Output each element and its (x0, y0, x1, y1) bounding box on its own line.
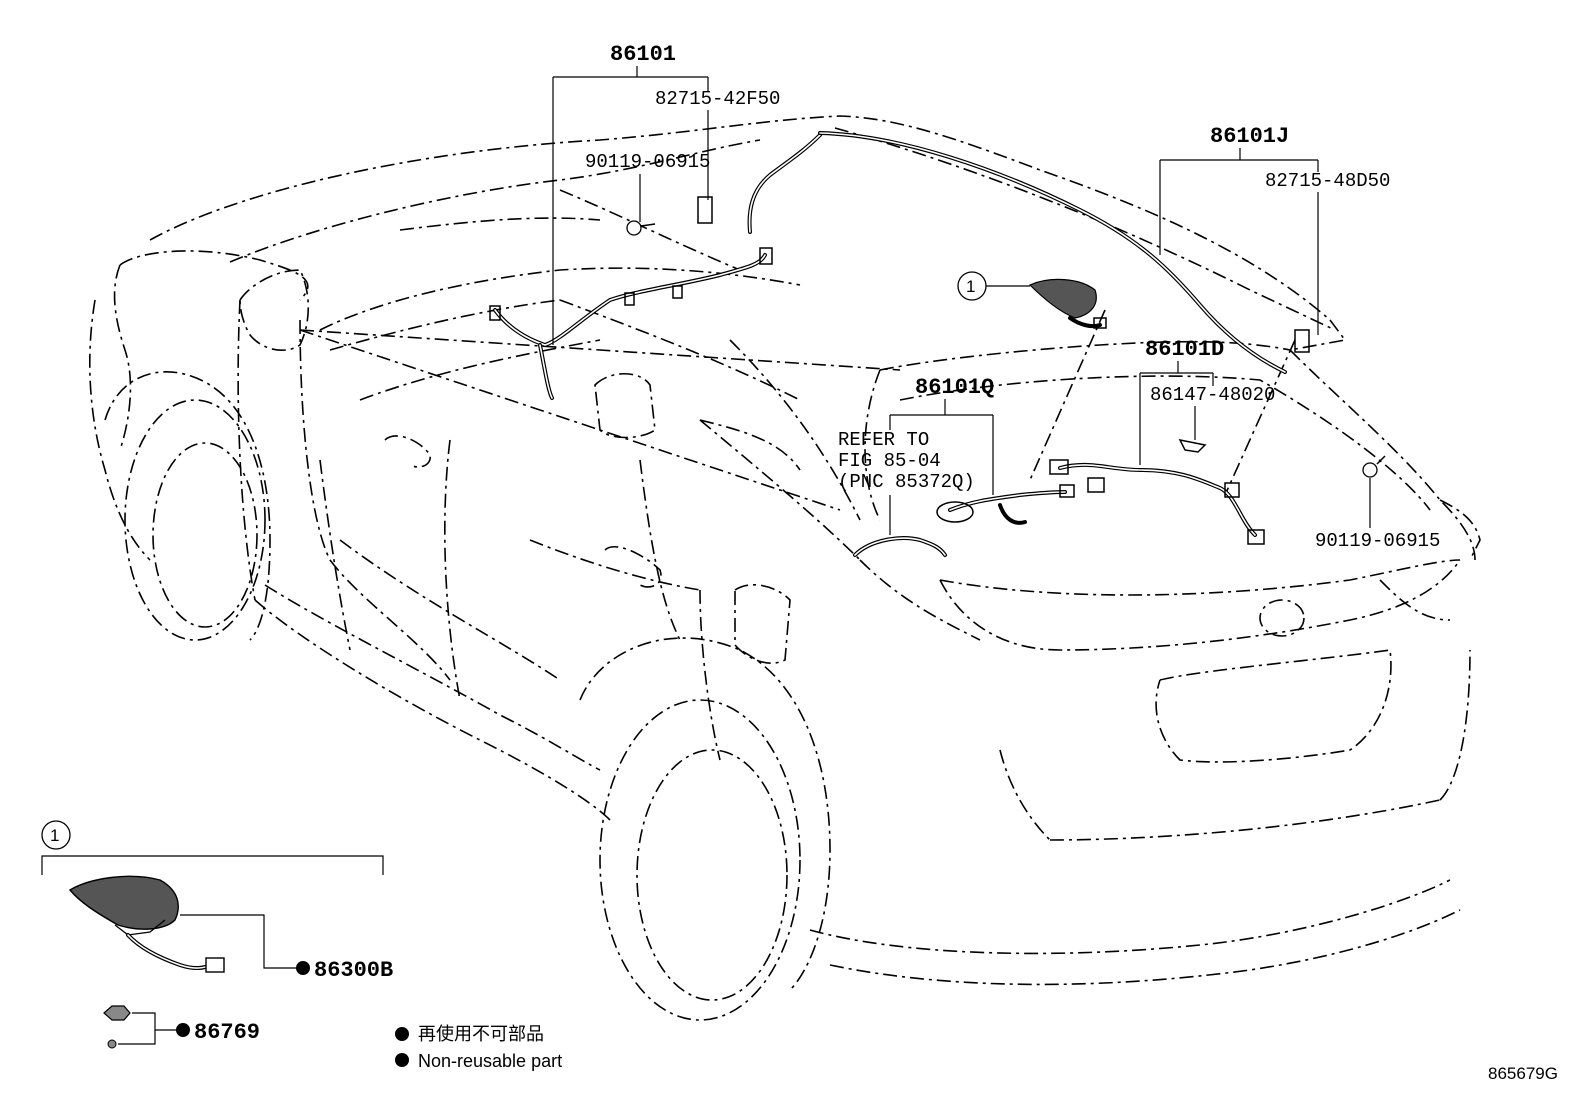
detail-nut (103, 1005, 131, 1049)
label-90119-right: 90119-06915 (1315, 530, 1440, 552)
label-86147-48020: 86147-48020 (1150, 384, 1275, 406)
callout-86101Q: 86101Q (889, 375, 994, 535)
clip-right (1362, 455, 1386, 478)
callout-86101J: 86101J (1159, 124, 1319, 255)
callout-marker-on-car: 1 (957, 271, 1030, 301)
label-90119-left: 90119-06915 (585, 151, 710, 173)
callout-86101: 86101 (552, 42, 709, 345)
marker-1-car: 1 (966, 277, 975, 296)
clip-left (626, 220, 656, 236)
legend-english: Non-reusable part (418, 1051, 562, 1071)
legend: 再使用不可部品 Non-reusable part (395, 1024, 562, 1071)
callout-90119-left: 90119-06915 (585, 151, 710, 222)
label-86300B: 86300B (314, 958, 393, 983)
label-86101J: 86101J (1210, 124, 1289, 149)
label-86101D: 86101D (1145, 337, 1224, 362)
detail-box: 1 86300B 86769 (41, 820, 393, 1049)
marker-1-detail: 1 (50, 826, 59, 845)
label-86101Q: 86101Q (915, 375, 994, 400)
refer-note: REFER TO FIG 85-04 (PNC 85372Q) (838, 429, 975, 493)
label-86769: 86769 (194, 1020, 260, 1045)
refer-line-1: REFER TO (838, 429, 929, 451)
refer-line-3: (PNC 85372Q) (838, 471, 975, 493)
wire-harness-reference (853, 536, 947, 557)
figure-id: 865679G (1488, 1064, 1558, 1083)
callout-82715-48D50: 82715-48D50 (1265, 170, 1390, 335)
label-82715-42F50: 82715-42F50 (655, 88, 780, 110)
vehicle-outline (88, 115, 1481, 1021)
wire-harness-86101Q (936, 484, 1075, 525)
callout-86101D: 86101D (1139, 337, 1224, 465)
detail-antenna (68, 875, 225, 973)
legend-japanese: 再使用不可部品 (418, 1024, 544, 1044)
label-86101: 86101 (610, 42, 676, 67)
callout-86147-48020: 86147-48020 (1150, 384, 1275, 440)
callout-82715-42F50: 82715-42F50 (655, 88, 780, 200)
wire-harness-86101D (1049, 438, 1265, 545)
callout-90119-right: 90119-06915 (1315, 478, 1440, 552)
refer-line-2: FIG 85-04 (838, 450, 941, 472)
wire-harness-86101J (818, 131, 1310, 374)
wire-harness-86101 (489, 133, 822, 400)
label-82715-48D50: 82715-48D50 (1265, 170, 1390, 192)
roof-antenna (1028, 278, 1107, 329)
